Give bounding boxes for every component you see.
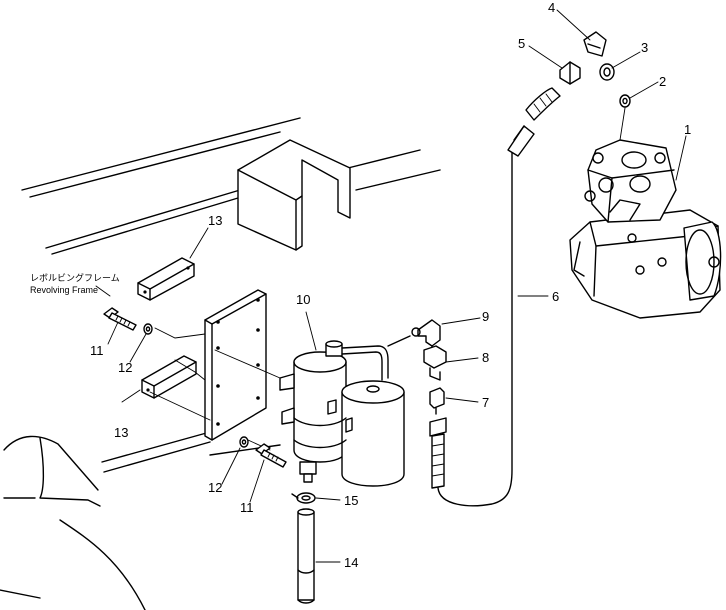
washer-upper xyxy=(143,323,153,335)
callout-9: 9 xyxy=(482,309,489,324)
clamp-15 xyxy=(291,492,316,504)
callout-13-lower: 13 xyxy=(114,425,128,440)
callout-14: 14 xyxy=(344,555,358,570)
washer-2 xyxy=(619,94,631,108)
bolt-upper xyxy=(103,307,137,331)
callout-3: 3 xyxy=(641,40,648,55)
callout-13-upper: 13 xyxy=(208,213,222,228)
washer-lower xyxy=(239,436,249,448)
frame-label-leader xyxy=(95,285,111,297)
callout-2: 2 xyxy=(659,74,666,89)
callout-15: 15 xyxy=(344,493,358,508)
air-compressor xyxy=(569,139,722,319)
callout-6: 6 xyxy=(552,289,559,304)
spacer-block-lower xyxy=(141,355,197,399)
callout-8: 8 xyxy=(482,350,489,365)
connector-8 xyxy=(423,345,447,381)
air-tank-assembly xyxy=(279,340,405,487)
leader-lines xyxy=(107,9,687,563)
callout-12-upper: 12 xyxy=(118,360,132,375)
bolt-lower xyxy=(255,443,287,468)
callout-7: 7 xyxy=(482,395,489,410)
connector-7 xyxy=(429,387,445,415)
callout-1: 1 xyxy=(684,122,691,137)
spacer-block-upper xyxy=(137,257,195,301)
mounting-plate xyxy=(204,289,267,441)
callout-12-lower: 12 xyxy=(208,480,222,495)
elbow-fitting-4 xyxy=(583,31,607,57)
callout-5: 5 xyxy=(518,36,525,51)
frame-label-japanese: レボルビングフレーム xyxy=(30,272,120,283)
callout-10: 10 xyxy=(296,292,310,307)
fitting-2-axis xyxy=(619,107,626,141)
nut-3 xyxy=(599,63,615,81)
tank-connecting-pipe xyxy=(387,335,411,347)
drain-pipe-14 xyxy=(297,508,315,604)
frame-label-english: Revolving Frame xyxy=(30,285,98,295)
air-hose xyxy=(429,87,561,507)
fitting-5 xyxy=(559,61,581,85)
frame-bracket xyxy=(237,139,351,251)
callout-4: 4 xyxy=(548,0,555,15)
callout-11-lower: 11 xyxy=(240,500,254,515)
callout-11-upper: 11 xyxy=(90,343,104,358)
